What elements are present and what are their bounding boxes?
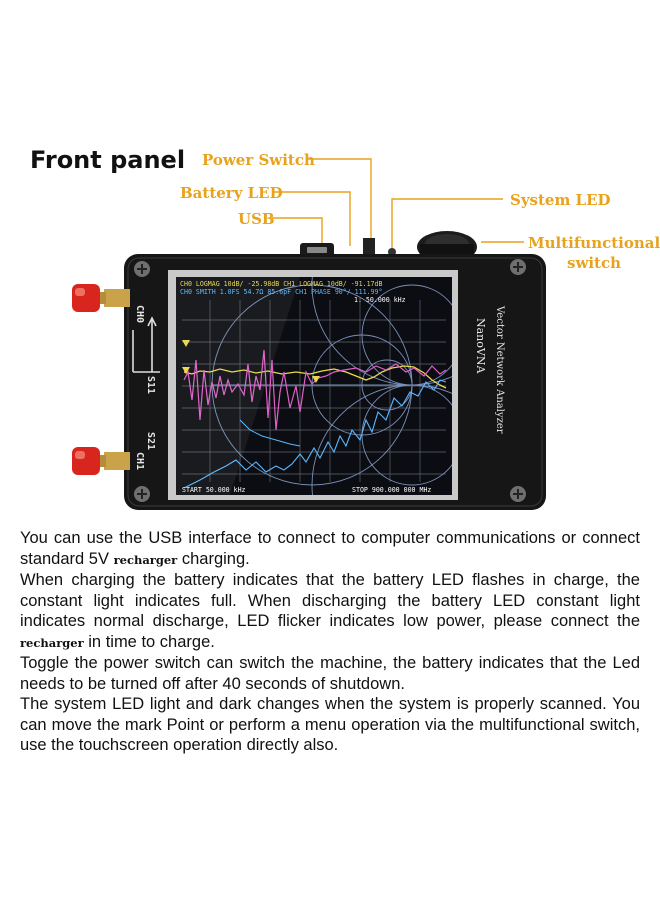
callout-usb: USB: [238, 210, 275, 228]
screen-stop: STOP 900.000 000 MHz: [352, 486, 431, 494]
trace-cyan-2: [239, 419, 301, 447]
connector-ch0: [72, 284, 130, 312]
screen-header-1: CH0 LOGMAG 10dB/ -25.98dB CH1 LOGMAG 10d…: [180, 280, 382, 288]
label-ch0: CH0: [134, 305, 145, 323]
marker-icon: [182, 340, 190, 347]
power-switch-knob: [363, 238, 375, 258]
marker-icon: [182, 367, 190, 374]
callout-system-led: System LED: [510, 191, 611, 209]
trace-yellow: [183, 365, 447, 389]
device-bezel: [127, 257, 543, 507]
connector-ch1: [72, 447, 130, 475]
description-paragraph: Toggle the power switch can switch the m…: [20, 654, 640, 693]
usb-port-slot: [307, 247, 327, 253]
screen-grid: [182, 300, 446, 482]
brand-subtitle: Vector Network Analyzer: [494, 305, 505, 434]
recharger-word: recharger: [113, 552, 178, 567]
screw-icon: [510, 486, 526, 502]
leader-usb: [272, 217, 323, 246]
screen-marker: 1: 50.000 kHz: [354, 296, 406, 304]
screw-icon: [134, 261, 150, 277]
marker-icon: [312, 376, 320, 383]
screw-icon: [134, 486, 150, 502]
callout-multifunctional: Multifunctional: [528, 234, 660, 252]
description-text: You can use the USB interface to connect…: [20, 529, 640, 568]
description-text: charging.: [181, 549, 250, 568]
callout-battery-led: Battery LED: [180, 184, 283, 202]
description-text: When charging the battery indicates that…: [20, 571, 640, 630]
label-s21: S21: [145, 432, 156, 450]
description-text: in time to charge.: [88, 632, 215, 651]
leader-battery-led: [272, 191, 351, 246]
recharger-word: recharger: [20, 635, 84, 650]
callout-switch: switch: [567, 254, 622, 272]
description-paragraph: You can use the USB interface to connect…: [20, 528, 640, 570]
description: You can use the USB interface to connect…: [20, 528, 640, 756]
screen-glare: [176, 277, 300, 495]
page-title: Front panel: [30, 146, 186, 174]
screen-header-2: CH0 SMITH 1.0FS 54.7Ω 85.6pF CH1 PHASE 9…: [180, 288, 382, 296]
label-s11: S11: [145, 376, 156, 394]
brand-label: NanoVNA: [474, 318, 487, 374]
screw-icon: [510, 259, 526, 275]
port-arrows: [132, 316, 160, 373]
callout-lines: [272, 158, 524, 248]
screen-start: START 50.000 kHz: [182, 486, 246, 494]
leader-power-switch: [306, 158, 372, 240]
callout-power-switch: Power Switch: [202, 151, 315, 169]
trace-cyan: [183, 379, 447, 489]
label-ch1: CH1: [134, 452, 145, 470]
description-paragraph: The system LED light and dark changes wh…: [20, 695, 640, 754]
description-paragraph: When charging the battery indicates that…: [20, 570, 640, 653]
trace-magenta: [183, 349, 447, 431]
leader-system-led: [391, 198, 503, 248]
